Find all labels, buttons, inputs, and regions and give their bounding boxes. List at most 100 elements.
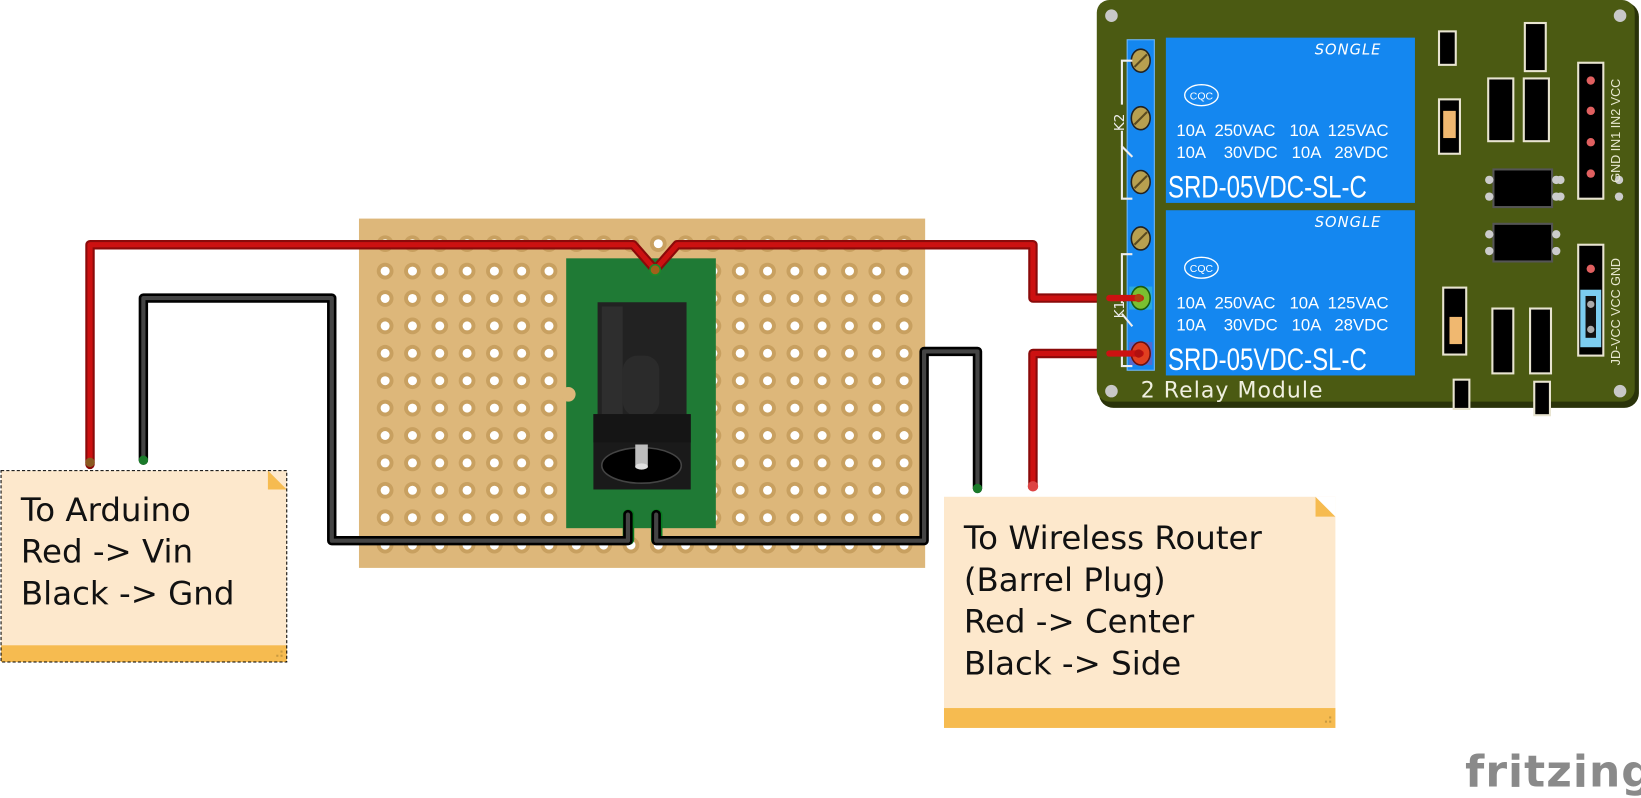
perfboard-hole[interactable]: [844, 458, 854, 468]
perfboard-hole[interactable]: [844, 321, 854, 331]
perfboard-hole[interactable]: [462, 293, 472, 303]
perfboard-hole[interactable]: [817, 266, 827, 276]
perfboard-hole[interactable]: [763, 348, 773, 358]
perfboard-hole[interactable]: [763, 376, 773, 386]
perfboard-hole[interactable]: [489, 513, 499, 523]
perfboard-hole[interactable]: [872, 485, 882, 495]
perfboard-hole[interactable]: [462, 485, 472, 495]
perfboard-hole[interactable]: [544, 348, 554, 358]
perfboard-hole[interactable]: [872, 431, 882, 440]
perfboard-hole[interactable]: [790, 458, 800, 468]
perfboard-hole[interactable]: [872, 348, 882, 358]
perfboard-hole[interactable]: [462, 431, 472, 440]
perfboard-hole[interactable]: [817, 431, 827, 440]
perfboard-hole[interactable]: [790, 485, 800, 495]
perfboard-hole[interactable]: [489, 403, 499, 413]
perfboard-hole[interactable]: [899, 485, 909, 495]
perfboard-hole[interactable]: [407, 485, 417, 495]
perfboard-hole[interactable]: [517, 321, 527, 331]
relay-module[interactable]: K2 K1 SONGLE CQC 10A 250VAC 10A 125VAC 1…: [1096, 0, 1639, 417]
note-arduino[interactable]: To Arduino Red -> Vin Black -> Gnd: [0, 470, 288, 663]
perfboard-hole[interactable]: [899, 321, 909, 331]
perfboard-hole[interactable]: [544, 293, 554, 303]
pin-vcc[interactable]: [1586, 76, 1595, 85]
perfboard-hole[interactable]: [763, 321, 773, 331]
perfboard-hole[interactable]: [380, 348, 390, 358]
perfboard-hole[interactable]: [435, 403, 445, 413]
perfboard-hole[interactable]: [735, 266, 745, 276]
perfboard-hole[interactable]: [517, 403, 527, 413]
perfboard-hole[interactable]: [435, 293, 445, 303]
perfboard-hole[interactable]: [763, 266, 773, 276]
perfboard-hole[interactable]: [844, 266, 854, 276]
perfboard-hole[interactable]: [872, 266, 882, 276]
perfboard-hole[interactable]: [544, 458, 554, 468]
perfboard-hole[interactable]: [817, 458, 827, 468]
perfboard-hole[interactable]: [735, 431, 745, 440]
perfboard-hole[interactable]: [844, 485, 854, 495]
perfboard-hole[interactable]: [517, 431, 527, 440]
perfboard-hole[interactable]: [380, 431, 390, 440]
perfboard-hole[interactable]: [489, 458, 499, 468]
pin-in2[interactable]: [1586, 106, 1595, 116]
perfboard-hole[interactable]: [844, 431, 854, 440]
perfboard-hole[interactable]: [407, 513, 417, 523]
perfboard-hole[interactable]: [844, 348, 854, 358]
perfboard-hole[interactable]: [407, 431, 417, 440]
perfboard-hole[interactable]: [844, 403, 854, 413]
perfboard-hole[interactable]: [489, 293, 499, 303]
perfboard-hole[interactable]: [899, 266, 909, 276]
perfboard-hole[interactable]: [517, 485, 527, 495]
perfboard-hole[interactable]: [735, 513, 745, 523]
perfboard-hole[interactable]: [407, 348, 417, 358]
perfboard-hole[interactable]: [817, 293, 827, 303]
perfboard-hole[interactable]: [380, 376, 390, 386]
perfboard-hole[interactable]: [790, 431, 800, 440]
barrel-jack[interactable]: [560, 258, 716, 545]
perfboard-hole[interactable]: [872, 403, 882, 413]
perfboard-hole[interactable]: [817, 321, 827, 331]
perfboard-hole[interactable]: [380, 458, 390, 468]
perfboard-hole[interactable]: [817, 376, 827, 386]
perfboard-hole[interactable]: [763, 293, 773, 303]
perfboard-hole[interactable]: [735, 403, 745, 413]
perfboard-hole[interactable]: [435, 266, 445, 276]
perfboard-hole[interactable]: [380, 321, 390, 331]
perfboard-hole[interactable]: [817, 513, 827, 523]
perfboard-hole[interactable]: [489, 266, 499, 276]
perfboard-hole[interactable]: [380, 485, 390, 495]
perfboard-hole[interactable]: [844, 293, 854, 303]
perfboard-hole[interactable]: [435, 348, 445, 358]
perfboard-hole[interactable]: [462, 376, 472, 386]
perfboard-hole[interactable]: [462, 348, 472, 358]
perfboard-hole[interactable]: [435, 431, 445, 440]
perfboard-hole[interactable]: [872, 513, 882, 523]
perfboard-hole[interactable]: [763, 458, 773, 468]
perfboard-hole[interactable]: [517, 348, 527, 358]
perfboard-hole[interactable]: [790, 513, 800, 523]
perfboard-hole[interactable]: [489, 321, 499, 331]
perfboard-hole[interactable]: [517, 458, 527, 468]
perfboard-hole[interactable]: [407, 376, 417, 386]
perfboard-hole[interactable]: [735, 485, 745, 495]
perfboard-hole[interactable]: [790, 321, 800, 331]
perfboard-hole[interactable]: [517, 376, 527, 386]
perfboard-hole[interactable]: [735, 293, 745, 303]
perfboard-hole[interactable]: [435, 458, 445, 468]
perfboard-hole[interactable]: [844, 376, 854, 386]
perfboard-hole[interactable]: [899, 348, 909, 358]
perfboard-hole[interactable]: [735, 321, 745, 331]
perfboard-hole[interactable]: [462, 458, 472, 468]
perfboard-hole[interactable]: [489, 376, 499, 386]
perfboard-hole[interactable]: [899, 431, 909, 440]
perfboard-hole[interactable]: [763, 431, 773, 440]
perfboard-hole[interactable]: [872, 458, 882, 468]
perfboard-hole[interactable]: [380, 266, 390, 276]
perfboard-hole[interactable]: [899, 513, 909, 523]
perfboard-hole[interactable]: [817, 485, 827, 495]
perfboard-hole[interactable]: [763, 513, 773, 523]
perfboard-hole[interactable]: [899, 293, 909, 303]
perfboard-hole[interactable]: [407, 321, 417, 331]
perfboard-hole[interactable]: [517, 293, 527, 303]
pin-gnd-jd[interactable]: [1586, 264, 1595, 273]
